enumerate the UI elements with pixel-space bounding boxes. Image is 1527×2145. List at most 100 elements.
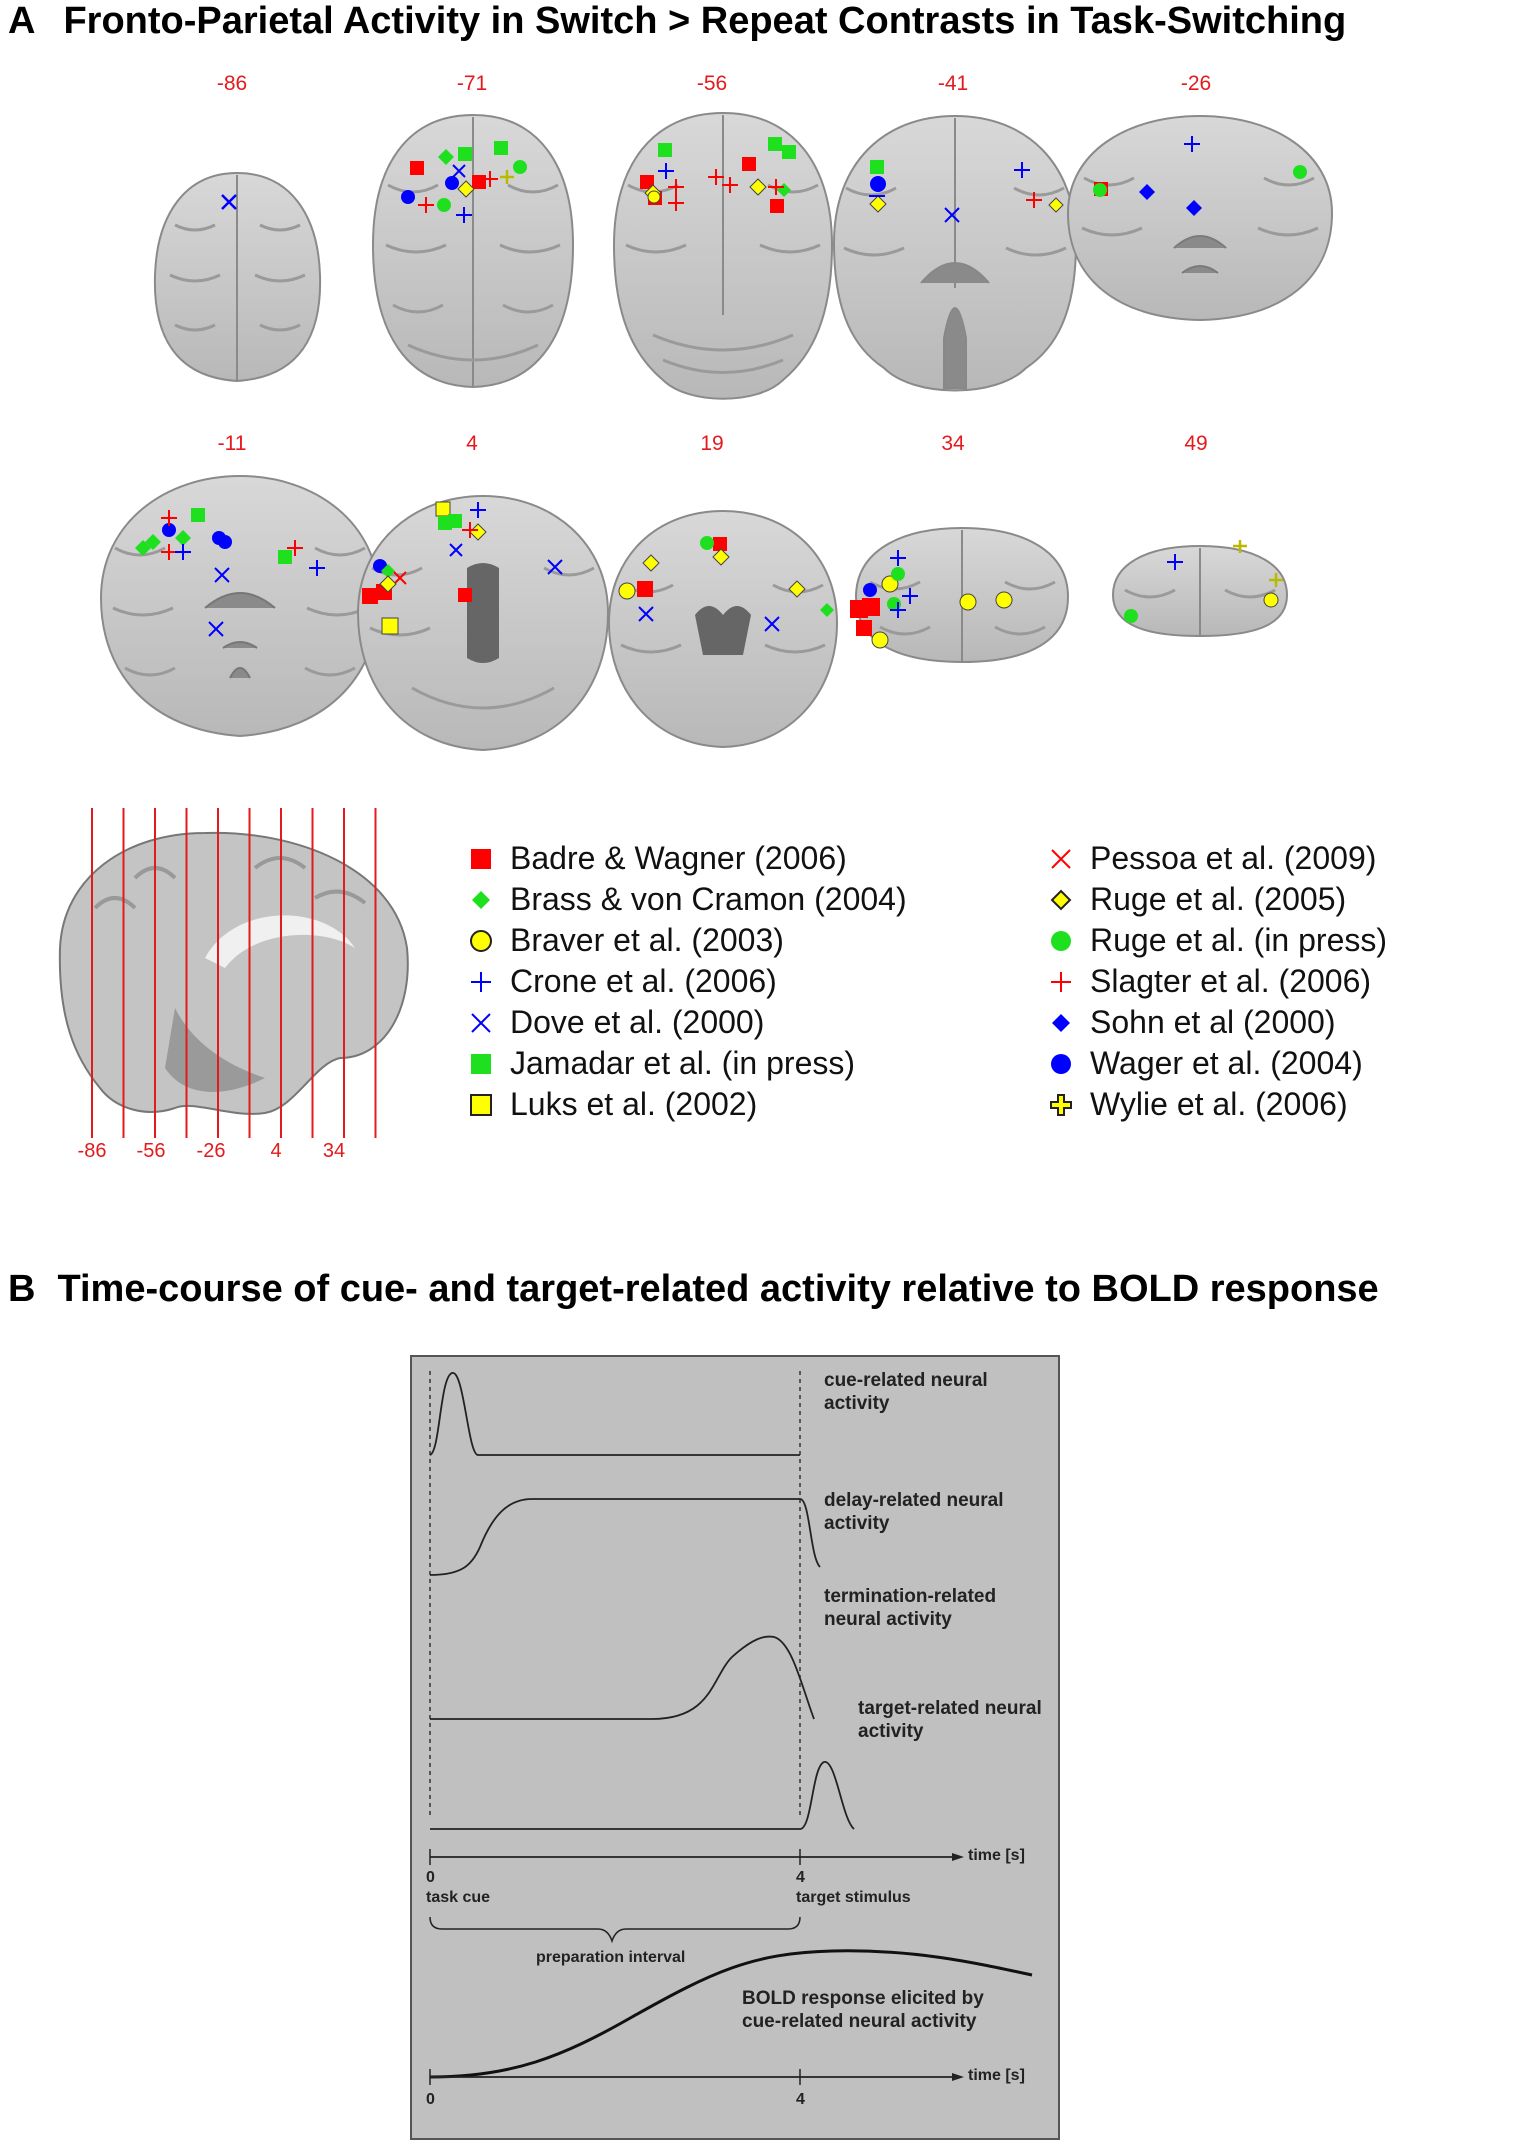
- bold-response-label: BOLD response elicited by cue-related ne…: [742, 1987, 984, 2033]
- bold-response-line2: cue-related neural activity: [742, 2011, 977, 2032]
- tick-label-4: 4: [796, 1869, 805, 1886]
- green-square-icon: [471, 1053, 491, 1074]
- legend-item-pessoa: Pessoa et al. (2009): [1048, 840, 1376, 877]
- legend-item-wylie: Wylie et al. (2006): [1048, 1086, 1348, 1123]
- slice-label-row1-3: -56: [696, 72, 728, 95]
- legend-label: Jamadar et al. (in press): [510, 1045, 856, 1081]
- trace-label-delay-line1: delay-related neural: [824, 1490, 1004, 1511]
- green-circle-icon: [1051, 930, 1071, 951]
- slice-label-row1-2: -71: [456, 72, 488, 95]
- bold-tick-label-4: 4: [796, 2091, 805, 2108]
- legend-label: Crone et al. (2006): [510, 963, 777, 999]
- trace-label-cue: cue-related neural activity: [824, 1369, 988, 1415]
- red-cross-icon: [1051, 848, 1071, 869]
- legend-label: Sohn et al (2000): [1090, 1004, 1336, 1040]
- bold-response-line1: BOLD response elicited by: [742, 1988, 984, 2009]
- yellow-square-icon: [470, 1093, 492, 1116]
- yellow-circle-icon: [470, 929, 492, 952]
- legend-item-wager: Wager et al. (2004): [1048, 1045, 1363, 1082]
- panel-b-letter: B: [8, 1268, 36, 1310]
- blue-cross-icon: [471, 1012, 491, 1033]
- sagittal-label-minus26: -26: [196, 1140, 226, 1162]
- trace-label-target-line2: activity: [858, 1721, 924, 1742]
- legend-item-sohn: Sohn et al (2000): [1048, 1004, 1336, 1041]
- trace-label-termination-line2: neural activity: [824, 1609, 952, 1630]
- trace-label-target: target-related neural activity: [858, 1697, 1042, 1743]
- legend-label: Luks et al. (2002): [510, 1086, 758, 1122]
- legend-label: Slagter et al. (2006): [1090, 963, 1372, 999]
- legend-label: Dove et al. (2000): [510, 1004, 765, 1040]
- legend-label: Ruge et al. (2005): [1090, 881, 1347, 917]
- target-stimulus-label: target stimulus: [796, 1889, 911, 1906]
- coronal-slice-minus26: [1066, 114, 1334, 322]
- slice-label-row2-2: 4: [466, 432, 478, 455]
- slice-label-row2-3: 19: [700, 432, 724, 455]
- legend-label: Badre & Wagner (2006): [510, 840, 847, 876]
- blue-diamond-icon: [1052, 1013, 1070, 1032]
- legend-label: Wager et al. (2004): [1090, 1045, 1363, 1081]
- yellow-diamond-icon: [1050, 889, 1072, 910]
- sagittal-label-minus56: -56: [136, 1140, 166, 1162]
- sagittal-label-4: 4: [270, 1140, 282, 1162]
- legend-item-luks: Luks et al. (2002): [468, 1086, 757, 1123]
- red-plus-icon: [1051, 971, 1071, 992]
- coronal-slice-49: [1111, 540, 1289, 638]
- blue-circle-icon: [1051, 1053, 1071, 1074]
- trace-label-delay-line2: activity: [824, 1513, 890, 1534]
- coronal-slice-minus11: [99, 474, 381, 738]
- slice-label-row2-5: 49: [1184, 432, 1208, 455]
- time-axis-label: time [s]: [968, 1847, 1025, 1864]
- legend-item-dove: Dove et al. (2000): [468, 1004, 764, 1041]
- timecourse-figure: cue-related neural activity delay-relate…: [410, 1355, 1060, 2140]
- trace-label-cue-line1: cue-related neural: [824, 1370, 988, 1391]
- slice-label-row2-4: 34: [941, 432, 965, 455]
- legend-item-jamadar: Jamadar et al. (in press): [468, 1045, 855, 1082]
- trace-label-termination: termination-related neural activity: [824, 1585, 996, 1631]
- trace-label-delay: delay-related neural activity: [824, 1489, 1004, 1535]
- blue-plus-icon: [471, 971, 491, 992]
- sagittal-slice-lines: [91, 808, 377, 1138]
- panel-a-title-text: Fronto-Parietal Activity in Switch > Rep…: [63, 0, 1347, 42]
- sagittal-label-34: 34: [322, 1140, 346, 1162]
- sagittal-slice-guide: [55, 808, 415, 1138]
- coronal-slice-minus41: [832, 114, 1078, 392]
- panel-b-title-text: Time-course of cue- and target-related a…: [57, 1268, 1379, 1310]
- legend-item-ruge-2005: Ruge et al. (2005): [1048, 881, 1346, 918]
- legend-item-braver: Braver et al. (2003): [468, 922, 784, 959]
- green-diamond-icon: [472, 890, 490, 909]
- legend-item-crone: Crone et al. (2006): [468, 963, 777, 1000]
- trace-label-target-line1: target-related neural: [858, 1698, 1042, 1719]
- task-cue-label: task cue: [426, 1889, 491, 1906]
- legend-label: Pessoa et al. (2009): [1090, 840, 1377, 876]
- panel-b-title: B Time-course of cue- and target-related …: [8, 1268, 1379, 1311]
- coronal-slice-minus71: [371, 113, 575, 389]
- panel-a-title: A Fronto-Parietal Activity in Switch > Re…: [8, 0, 1346, 43]
- slice-label-row1-5: -26: [1180, 72, 1212, 95]
- panel-a-letter: A: [8, 0, 36, 42]
- timecourse-curves: [429, 1371, 1033, 2085]
- bold-tick-label-0: 0: [426, 2091, 435, 2108]
- coronal-slice-minus56: [612, 111, 834, 400]
- tick-label-0: 0: [426, 1869, 435, 1886]
- slice-label-row2-1: -11: [217, 432, 247, 455]
- preparation-interval-label: preparation interval: [536, 1949, 686, 1966]
- coronal-slice-34: [850, 526, 1070, 664]
- trace-label-cue-line2: activity: [824, 1393, 890, 1414]
- sagittal-label-minus86: -86: [77, 1140, 107, 1162]
- legend-item-ruge-in-press: Ruge et al. (in press): [1048, 922, 1387, 959]
- legend-label: Brass & von Cramon (2004): [510, 881, 907, 917]
- coronal-slice-4: [356, 494, 610, 752]
- coronal-slice-19: [607, 509, 839, 749]
- trace-label-termination-line1: termination-related: [824, 1586, 997, 1607]
- legend-label: Wylie et al. (2006): [1090, 1086, 1348, 1122]
- legend-item-slagter: Slagter et al. (2006): [1048, 963, 1371, 1000]
- legend-label: Braver et al. (2003): [510, 922, 784, 958]
- legend-item-badre: Badre & Wagner (2006): [468, 840, 847, 877]
- slice-label-row1-4: -41: [937, 72, 969, 95]
- slice-label-row1-1: -86: [216, 72, 248, 95]
- legend-label: Ruge et al. (in press): [1090, 922, 1388, 958]
- legend-item-brass: Brass & von Cramon (2004): [468, 881, 907, 918]
- red-square-icon: [471, 848, 491, 869]
- coronal-slice-minus86: [153, 171, 322, 383]
- bold-time-axis-label: time [s]: [968, 2067, 1025, 2084]
